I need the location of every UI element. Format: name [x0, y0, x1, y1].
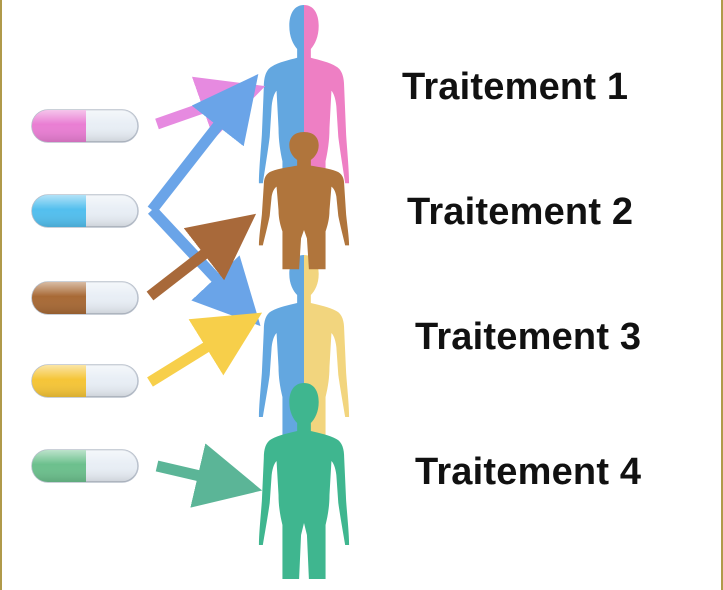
brown-capsule-icon: [31, 281, 139, 315]
treatment-label-4: Traitement 4: [415, 451, 642, 493]
green-capsule-icon: [31, 449, 139, 483]
yellow-capsule-icon: [31, 364, 139, 398]
green-arrow-icon: [155, 443, 263, 508]
pink-capsule-icon: [31, 109, 139, 143]
blue-capsule-icon: [31, 194, 139, 228]
capsule-column: [31, 109, 139, 483]
patient-figure-4: [258, 383, 350, 579]
treatment-label-3: Traitement 3: [415, 316, 642, 358]
blue-arrow-upper-icon: [147, 74, 259, 214]
arrows: [146, 74, 266, 508]
treatment-label-1: Traitement 1: [402, 66, 629, 108]
patient-column: [258, 5, 350, 579]
treatment-label-2: Traitement 2: [407, 191, 634, 233]
brown-arrow-icon: [146, 213, 257, 301]
yellow-arrow-icon: [147, 312, 263, 387]
patient-figure-2: [258, 132, 350, 270]
